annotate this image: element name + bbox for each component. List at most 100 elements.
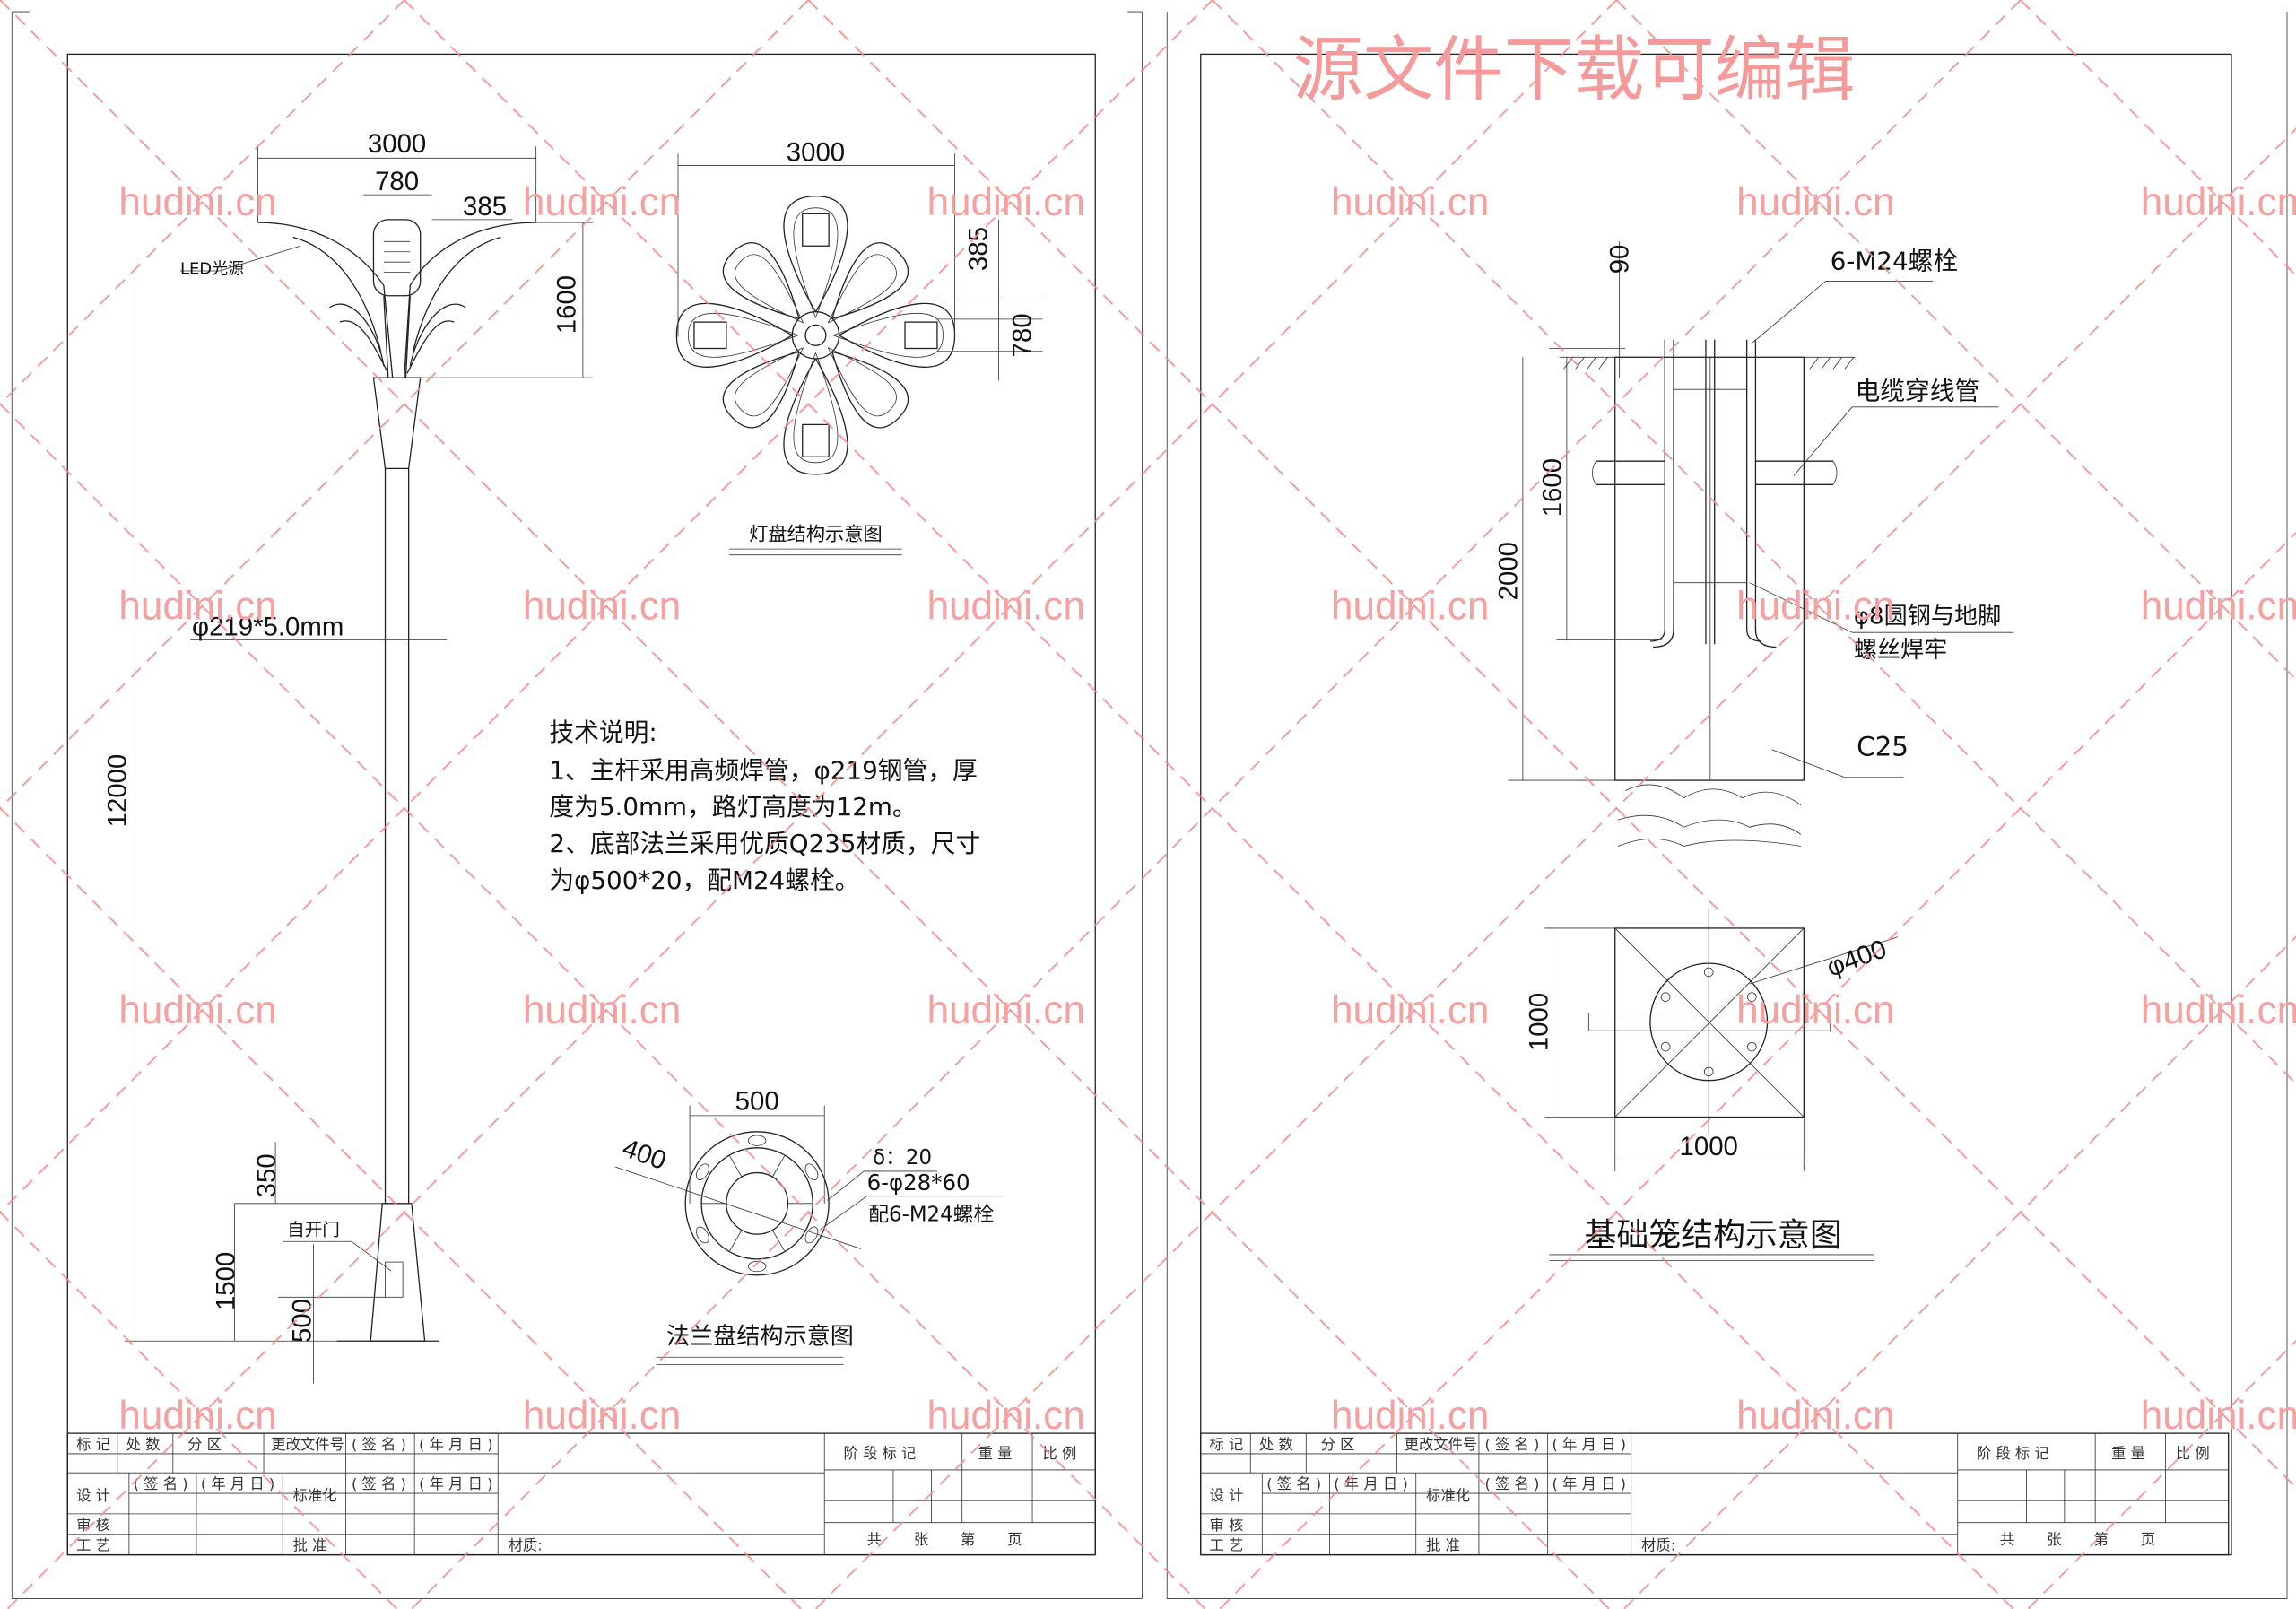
foundation-section: 90 1600 2000 6-M24螺栓 电缆穿线管 φ8圆钢与地脚 螺丝焊牢 … xyxy=(1493,241,2013,847)
anchor-bolt xyxy=(1660,1041,1671,1052)
tb-date: ( 年 月 日 ) xyxy=(419,1436,492,1453)
tb-scale: 比 例 xyxy=(2176,1445,2210,1462)
bolt-hole xyxy=(695,1163,709,1181)
led-module xyxy=(802,423,830,457)
led-module xyxy=(904,321,938,350)
lamp-petal xyxy=(722,242,804,324)
tb-sheets: 张 xyxy=(2047,1531,2061,1548)
pipe-label: φ219*5.0mm xyxy=(192,612,344,641)
concrete-label: C25 xyxy=(1857,731,1909,761)
tb-stage-mark: 阶 段 标 记 xyxy=(1977,1445,2049,1462)
watermark-text: hudini.cn xyxy=(523,585,681,629)
tb-review: 审 核 xyxy=(1210,1517,1244,1534)
dim-500: 500 xyxy=(287,1299,317,1343)
tb-zone: 分 区 xyxy=(187,1436,222,1453)
tb-approve: 批 准 xyxy=(1426,1537,1460,1554)
tb-material: 材质: xyxy=(1641,1537,1675,1554)
watermark-text: hudini.cn xyxy=(926,1394,1084,1438)
tb-sign: ( 签 名 ) xyxy=(1484,1475,1539,1492)
anchor-bolt xyxy=(1703,1066,1714,1077)
watermark-text: hudini.cn xyxy=(1736,1394,1894,1438)
tb-process: 工 艺 xyxy=(1210,1537,1244,1554)
dim-350: 350 xyxy=(252,1153,282,1197)
flange-caption: 法兰盘结构示意图 xyxy=(666,1324,854,1351)
lamp-plan-view: 3000 385 780 灯盘结构示意图 xyxy=(675,138,1043,556)
notes-line: 为φ500*20，配M24螺栓。 xyxy=(549,865,859,895)
watermark-diagonal xyxy=(5,0,1618,1609)
tb-nth: 第 xyxy=(2094,1531,2109,1548)
tb-date: ( 年 月 日 ) xyxy=(201,1475,274,1492)
flange-thickness: δ：20 xyxy=(873,1146,932,1170)
tb-sign: ( 签 名 ) xyxy=(134,1475,188,1492)
plan-dim-height: 1000 xyxy=(1525,993,1554,1051)
tb-sign: ( 签 名 ) xyxy=(1484,1436,1539,1453)
notes-line: 度为5.0mm，路灯高度为12m。 xyxy=(549,792,917,822)
dim-2000: 2000 xyxy=(1493,542,1523,600)
technical-notes: 技术说明: 1、主杆采用高频焊管，φ219钢管，厚 度为5.0mm，路灯高度为1… xyxy=(549,718,980,895)
watermark-text: hudini.cn xyxy=(1331,180,1489,224)
tb-count: 处 数 xyxy=(126,1436,161,1453)
tb-design: 设 计 xyxy=(1210,1487,1244,1504)
watermark-text: hudini.cn xyxy=(523,1394,681,1438)
plan-dim-780: 780 xyxy=(1007,313,1037,357)
dim-head-width: 780 xyxy=(375,167,419,196)
led-label: LED光源 xyxy=(180,259,244,278)
flange-holes: 6-φ28*60 xyxy=(867,1170,970,1196)
watermark-text: hudini.cn xyxy=(118,585,276,629)
watermark-text: hudini.cn xyxy=(118,1394,276,1438)
tb-review: 审 核 xyxy=(76,1517,110,1534)
tb-weight: 重 量 xyxy=(2111,1445,2145,1462)
lamp-petal xyxy=(675,302,798,368)
foundation-caption: 基础笼结构示意图 xyxy=(1584,1217,1841,1254)
tb-sign: ( 签 名 ) xyxy=(1266,1475,1321,1492)
notes-line: 1、主杆采用高频焊管，φ219钢管，厚 xyxy=(549,755,977,785)
watermark-diagonal xyxy=(0,806,803,1609)
rebar-label-1: φ8圆钢与地脚 xyxy=(1854,603,2001,630)
notes-line: 2、底部法兰采用优质Q235材质，尺寸 xyxy=(549,829,980,858)
watermark-text: hudini.cn xyxy=(1331,988,1489,1032)
watermark-text: hudini.cn xyxy=(118,180,276,224)
watermark-diagonal xyxy=(0,0,1213,1214)
bolt-hole xyxy=(695,1226,709,1244)
watermark-diagonal xyxy=(2020,0,2296,277)
flange-bolts: 配6-M24螺栓 xyxy=(868,1203,994,1226)
tb-scale: 比 例 xyxy=(1042,1445,1076,1462)
watermark-diagonal xyxy=(2026,1339,2296,1609)
tb-material: 材质: xyxy=(509,1537,543,1554)
tb-stage-mark: 阶 段 标 记 xyxy=(843,1445,916,1462)
flange-rib xyxy=(771,1154,786,1178)
watermark-text: hudini.cn xyxy=(1736,180,1894,224)
watermark-text: hudini.cn xyxy=(926,180,1084,224)
anchor-bolt xyxy=(1660,992,1671,1002)
watermark-diagonal xyxy=(404,0,2015,1609)
watermark-diagonal xyxy=(1615,0,2296,682)
bolt-hole xyxy=(804,1226,819,1244)
dim-1500: 1500 xyxy=(211,1252,240,1310)
door-label: 自开门 xyxy=(287,1220,340,1240)
title-block-left: 标 记 处 数 分 区 更改文件号 ( 签 名 ) ( 年 月 日 ) 设 计 … xyxy=(66,1432,1096,1556)
bolt-hole xyxy=(804,1163,819,1181)
watermark-diagonal xyxy=(0,0,1611,1609)
notes-title: 技术说明: xyxy=(549,718,657,747)
lamp-petal xyxy=(722,347,804,429)
tb-standard: 标准化 xyxy=(1426,1487,1470,1504)
anchor-bolt xyxy=(1746,1041,1757,1052)
tb-approve: 批 准 xyxy=(293,1537,327,1554)
tb-page: 页 xyxy=(1007,1531,1022,1548)
watermark-text: hudini.cn xyxy=(1736,988,1894,1032)
watermark-diagonal xyxy=(814,127,2296,1609)
watermark-diagonal xyxy=(0,0,809,810)
tb-change-doc: 更改文件号 xyxy=(271,1436,344,1453)
watermark-text: hudini.cn xyxy=(926,988,1084,1032)
title-block-right: 标 记 处 数 分 区 更改文件号 ( 签 名 ) ( 年 月 日 ) 设 计 … xyxy=(1200,1432,2230,1556)
tb-mark: 标 记 xyxy=(76,1436,110,1453)
plan-dim-width: 1000 xyxy=(1680,1132,1738,1161)
foundation-plan: φ400 1000 1000 基础笼结构示意图 xyxy=(1525,908,1898,1261)
watermark-text: hudini.cn xyxy=(926,585,1084,629)
led-module xyxy=(693,321,727,350)
tb-date: ( 年 月 日 ) xyxy=(1552,1436,1626,1453)
led-module xyxy=(802,213,830,247)
lamp-plan-caption: 灯盘结构示意图 xyxy=(749,523,883,545)
lamp-petal xyxy=(827,242,909,324)
